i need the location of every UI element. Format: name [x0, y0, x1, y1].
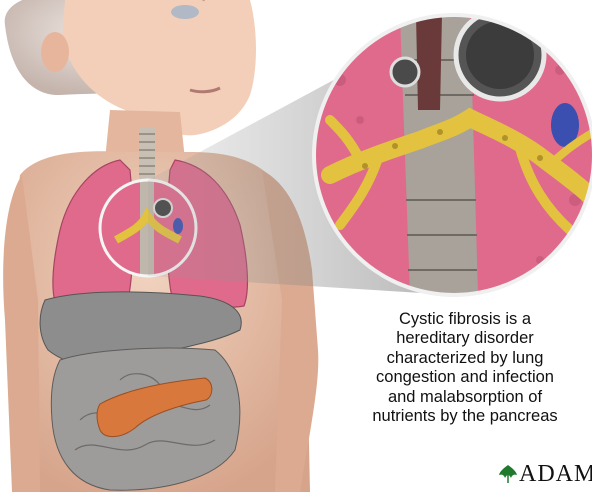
caption-line: characterized by lung [338, 349, 592, 368]
caption-line: congestion and infection [338, 368, 592, 387]
magnified-airways [314, 11, 592, 295]
caption-line: nutrients by the pancreas [338, 407, 592, 426]
caption-line: and malabsorption of [338, 388, 592, 407]
eye [171, 5, 199, 19]
abdominal-organs [40, 292, 241, 490]
ear [41, 32, 69, 72]
leaf-icon [498, 464, 518, 484]
caption-line: hereditary disorder [338, 329, 592, 348]
caption: Cystic fibrosis is a hereditary disorder… [338, 310, 592, 426]
caption-line: Cystic fibrosis is a [338, 310, 592, 329]
adam-logo-text: ADAM [519, 461, 592, 487]
adam-logo: ADAM [498, 461, 592, 487]
